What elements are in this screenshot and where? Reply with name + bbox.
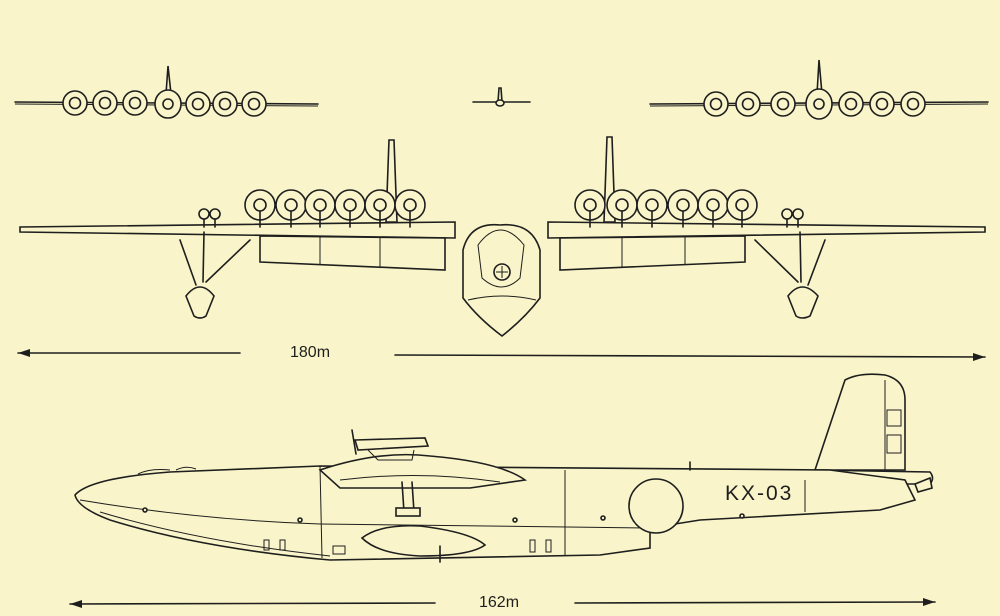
top-left-view [14, 65, 319, 119]
tip-engines [198, 208, 804, 228]
front-right-engines [574, 189, 758, 228]
front-left-engines [244, 189, 426, 228]
length-dimension [69, 598, 936, 608]
side-view [74, 373, 934, 563]
wingspan-label: 180m [286, 344, 335, 362]
right-float [754, 231, 826, 319]
top-center-view [472, 87, 531, 107]
wingspan-dimension [17, 349, 986, 361]
length-label: 162m [475, 594, 524, 612]
registration-marking: KX-03 [725, 482, 794, 505]
top-right-view [649, 59, 989, 120]
left-float [179, 231, 251, 319]
front-view [19, 136, 986, 338]
